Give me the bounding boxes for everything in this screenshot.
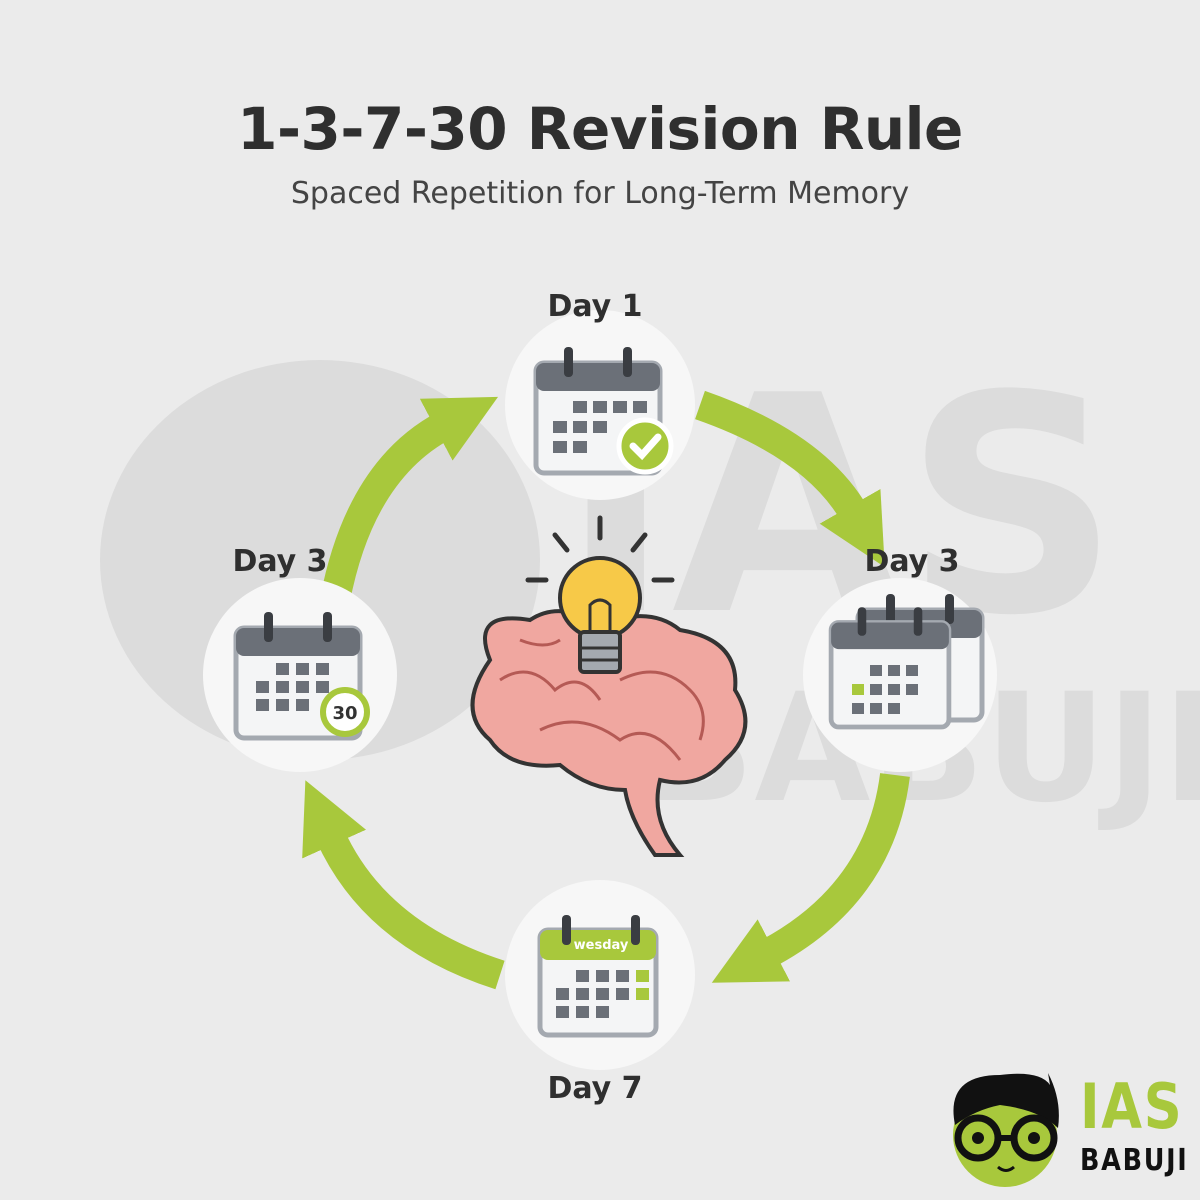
step-label: Day 3 xyxy=(232,544,327,579)
ias-babuji-logo-mascot xyxy=(953,1073,1059,1187)
page-subtitle: Spaced Repetition for Long-Term Memory xyxy=(290,176,910,211)
badge-30: 30 xyxy=(332,703,357,724)
calendar-weekday-icon: wesday xyxy=(537,915,659,1038)
arrow-day3-to-day1 xyxy=(320,396,499,603)
calendar-check-icon xyxy=(536,347,674,473)
logo-text-babuji: BABUJI xyxy=(1080,1143,1189,1178)
cycle-arrows xyxy=(302,390,910,990)
step-day-3-left: 30 Day 3 xyxy=(203,544,397,772)
page-title: 1-3-7-30 Revision Rule xyxy=(237,95,963,163)
step-label: Day 3 xyxy=(864,544,959,579)
step-label: Day 7 xyxy=(547,1071,642,1106)
calendar-stack-icon xyxy=(831,594,982,727)
logo-text-ias: IAS xyxy=(1080,1070,1184,1143)
arrow-day1-to-day3 xyxy=(695,390,885,568)
step-label: Day 1 xyxy=(547,289,642,324)
step-day-7: wesday Day 7 xyxy=(505,880,695,1106)
calendar-header-text: wesday xyxy=(574,938,629,953)
calendar-30-icon: 30 xyxy=(236,612,370,738)
arrow-day3-to-day7 xyxy=(711,772,910,983)
step-day-3-right: Day 3 xyxy=(803,544,997,772)
brain-lightbulb-icon xyxy=(470,515,748,857)
step-day-1: Day 1 xyxy=(505,289,695,500)
arrow-day7-to-day3 xyxy=(302,780,505,990)
